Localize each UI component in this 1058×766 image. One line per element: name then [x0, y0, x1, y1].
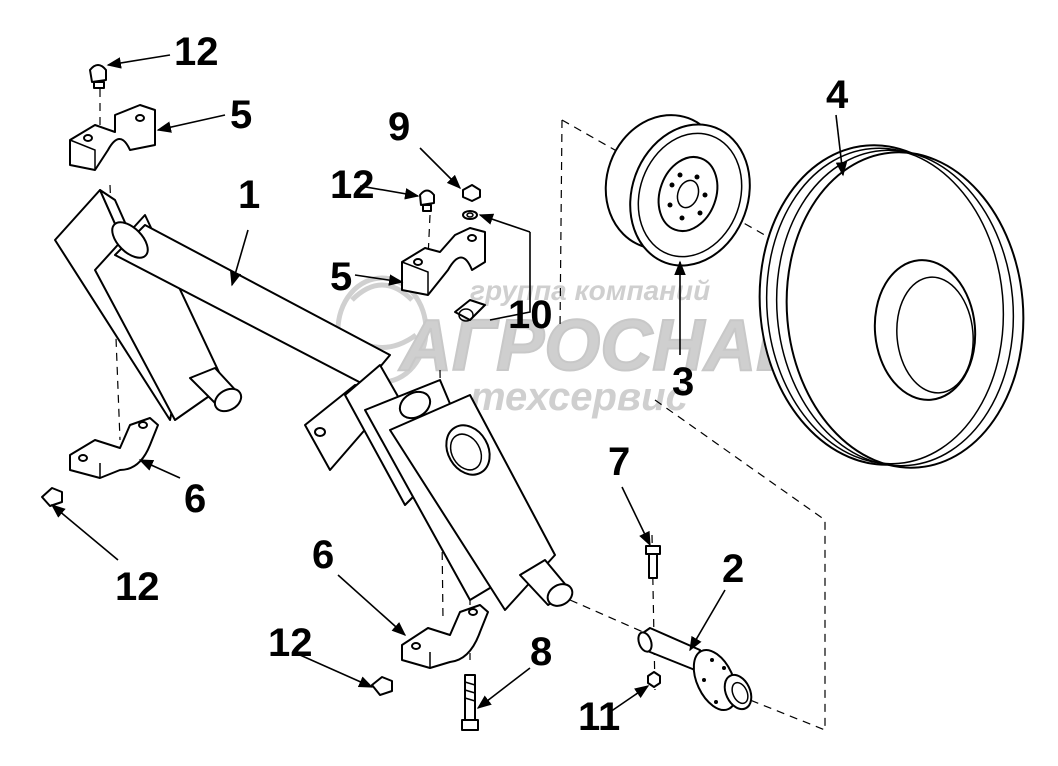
- watermark-line3: техсервис: [470, 375, 688, 419]
- callouts: 12 5 1 9 12 5 10 3 4 6 12 6 12 8 7 2 11: [115, 30, 849, 739]
- leader-lines: [50, 54, 848, 713]
- callout-12-bottom: 12: [268, 621, 313, 665]
- axle-beam: [54, 189, 574, 611]
- callout-9: 9: [388, 105, 410, 149]
- callout-4: 4: [826, 73, 849, 117]
- wheel-rim: [604, 114, 751, 267]
- clamp-lower-center: [401, 604, 489, 669]
- callout-6-left: 6: [184, 477, 206, 521]
- bolt: [461, 674, 479, 731]
- grease-fittings: [41, 64, 435, 696]
- watermark-line1: группа компаний: [470, 275, 710, 306]
- nut-and-washer: [462, 184, 481, 220]
- callout-1: 1: [238, 173, 260, 217]
- callout-12-left: 12: [115, 565, 160, 609]
- clamp-lower-left: [69, 417, 159, 479]
- callout-2: 2: [722, 547, 744, 591]
- watermark-line2: АГРОСНАБ: [398, 306, 807, 386]
- nut-small: [647, 671, 661, 688]
- callout-11: 11: [578, 695, 620, 739]
- callout-3: 3: [672, 360, 694, 404]
- callout-10: 10: [508, 293, 553, 337]
- clamp-center: [401, 227, 486, 296]
- callout-5-mid: 5: [330, 255, 352, 299]
- callout-12-top: 12: [174, 30, 219, 74]
- callout-12-mid: 12: [330, 163, 375, 207]
- clamp-top-left: [69, 104, 156, 171]
- callout-8: 8: [530, 630, 552, 674]
- callout-7: 7: [608, 440, 630, 484]
- pin-bolt: [645, 545, 661, 579]
- callout-5-top: 5: [230, 93, 252, 137]
- callout-6-center: 6: [312, 533, 334, 577]
- spindle-hub: [637, 627, 753, 711]
- watermark: группа компаний АГРОСНАБ техсервис: [335, 275, 808, 419]
- tire: [758, 144, 1025, 469]
